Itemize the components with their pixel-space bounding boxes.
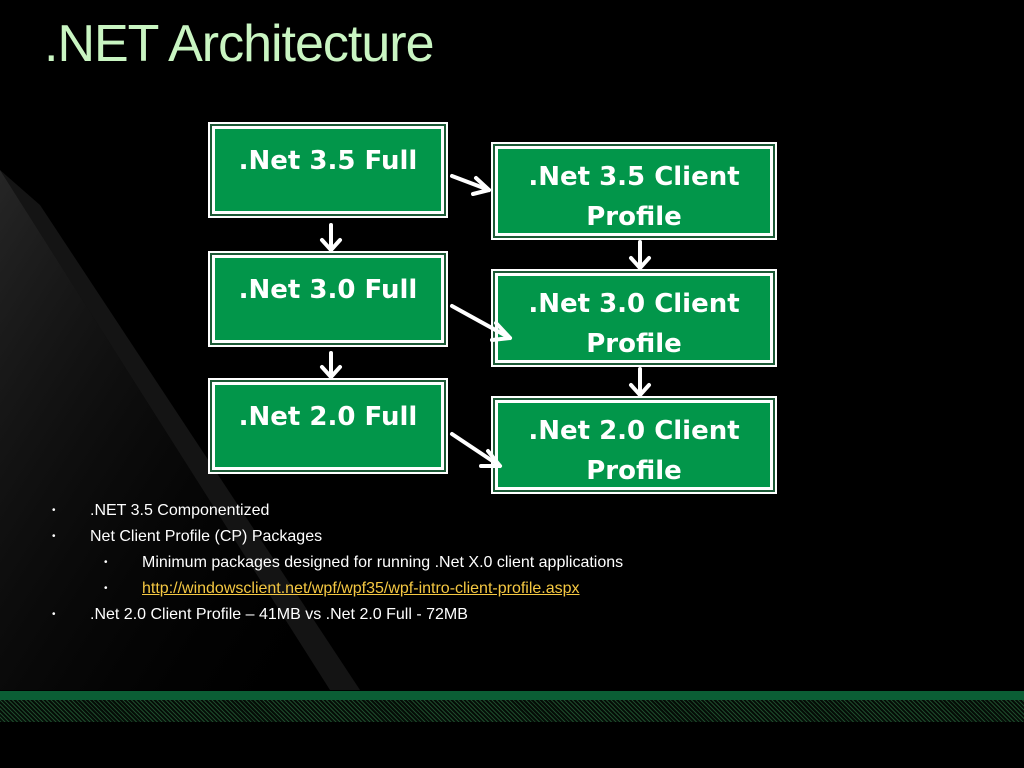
box-net35-full-label: .Net 3.5 Full bbox=[238, 146, 418, 176]
arrow-head-client35-to-client30 bbox=[629, 256, 651, 270]
bullet-item: • .Net 2.0 Client Profile – 41MB vs .Net… bbox=[52, 602, 1012, 628]
bullet-glyph: • bbox=[52, 505, 56, 516]
box-net30-client-line1: .Net 3.0 Client bbox=[528, 289, 740, 319]
arrow-head-full35-to-client35 bbox=[471, 176, 491, 196]
arrow-full20-to-client20 bbox=[450, 432, 502, 468]
bullet-glyph: • bbox=[104, 583, 108, 594]
box-net20-full-label: .Net 2.0 Full bbox=[238, 402, 418, 432]
bullet-text: Net Client Profile (CP) Packages bbox=[90, 528, 323, 545]
arrow-head-client30-to-client20 bbox=[629, 383, 651, 397]
bullet-list: • .NET 3.5 Componentized • Net Client Pr… bbox=[52, 498, 1012, 628]
box-net30-full: .Net 3.0 Full bbox=[212, 255, 444, 343]
box-net20-full: .Net 2.0 Full bbox=[212, 382, 444, 470]
bullet-glyph: • bbox=[104, 557, 108, 568]
box-net30-full-label: .Net 3.0 Full bbox=[238, 275, 418, 305]
box-net35-full: .Net 3.5 Full bbox=[212, 126, 444, 214]
bullet-item: • .NET 3.5 Componentized bbox=[52, 498, 1012, 524]
footer-hatch-band bbox=[0, 700, 1024, 722]
footer-green-bar bbox=[0, 691, 1024, 700]
bullet-text: Minimum packages designed for running .N… bbox=[142, 554, 624, 571]
box-net35-client-profile: .Net 3.5 Client Profile bbox=[495, 146, 773, 236]
arrow-full35-to-client35 bbox=[450, 174, 491, 192]
box-net35-client-line2: Profile bbox=[586, 202, 682, 232]
box-net20-client-profile: .Net 2.0 Client Profile bbox=[495, 400, 773, 490]
box-net30-client-line2: Profile bbox=[586, 329, 682, 359]
bullet-glyph: • bbox=[52, 531, 56, 542]
slide-title: .NET Architecture bbox=[44, 15, 435, 73]
client-profile-link[interactable]: http://windowsclient.net/wpf/wpf35/wpf-i… bbox=[142, 580, 580, 597]
bullet-item-sub: • Minimum packages designed for running … bbox=[52, 550, 1012, 576]
bullet-item: • Net Client Profile (CP) Packages bbox=[52, 524, 1012, 550]
arrow-head-full35-to-full30 bbox=[320, 238, 342, 252]
bullet-glyph: • bbox=[52, 609, 56, 620]
box-net30-client-profile: .Net 3.0 Client Profile bbox=[495, 273, 773, 363]
bullet-item-sub: • http://windowsclient.net/wpf/wpf35/wpf… bbox=[52, 576, 1012, 602]
box-net20-client-line2: Profile bbox=[586, 456, 682, 486]
bullet-text: .NET 3.5 Componentized bbox=[90, 502, 270, 519]
bullet-text: .Net 2.0 Client Profile – 41MB vs .Net 2… bbox=[90, 606, 468, 623]
arrow-head-full30-to-full20 bbox=[320, 365, 342, 379]
box-net20-client-line1: .Net 2.0 Client bbox=[528, 416, 740, 446]
box-net35-client-line1: .Net 3.5 Client bbox=[528, 162, 740, 192]
